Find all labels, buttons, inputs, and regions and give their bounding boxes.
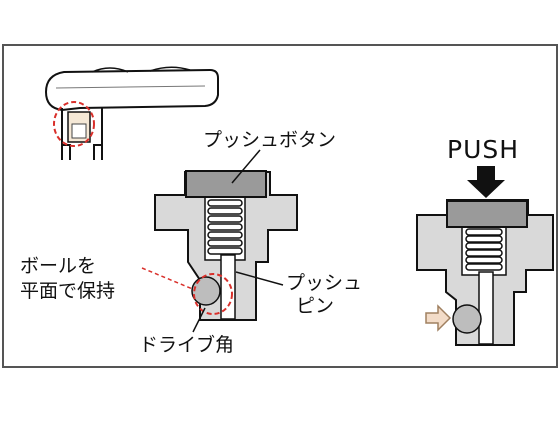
push-arrow-icon bbox=[467, 166, 505, 198]
label-ball-line2: 平面で保持 bbox=[20, 280, 116, 302]
leader-drive-corner bbox=[192, 307, 206, 333]
push-button-part bbox=[185, 170, 267, 198]
label-push: PUSH bbox=[447, 135, 520, 164]
label-drive-corner: ドライブ角 bbox=[139, 334, 235, 356]
ratchet-handle-illustration bbox=[44, 66, 219, 160]
spring bbox=[207, 199, 243, 255]
ball-highlight-circle bbox=[193, 273, 233, 315]
drive-cross-section bbox=[154, 170, 298, 321]
label-push-button: プッシュボタン bbox=[203, 129, 337, 151]
push-pin-part bbox=[220, 254, 236, 320]
ball-arrow-icon bbox=[425, 304, 452, 332]
leader-ball bbox=[141, 267, 196, 291]
leader-push-pin bbox=[235, 271, 284, 286]
pushed-button-part bbox=[446, 200, 528, 228]
leader-push-button bbox=[231, 149, 261, 184]
label-ball-line1: ボールを bbox=[20, 255, 97, 277]
ratchet-highlight-circle bbox=[53, 101, 95, 147]
pushed-ball-part bbox=[452, 304, 482, 334]
pushed-cross-section bbox=[416, 199, 554, 346]
ball-part bbox=[191, 276, 221, 306]
label-push-pin-line1: プッシュ bbox=[286, 272, 363, 294]
label-push-pin-line2: ピン bbox=[296, 295, 335, 317]
